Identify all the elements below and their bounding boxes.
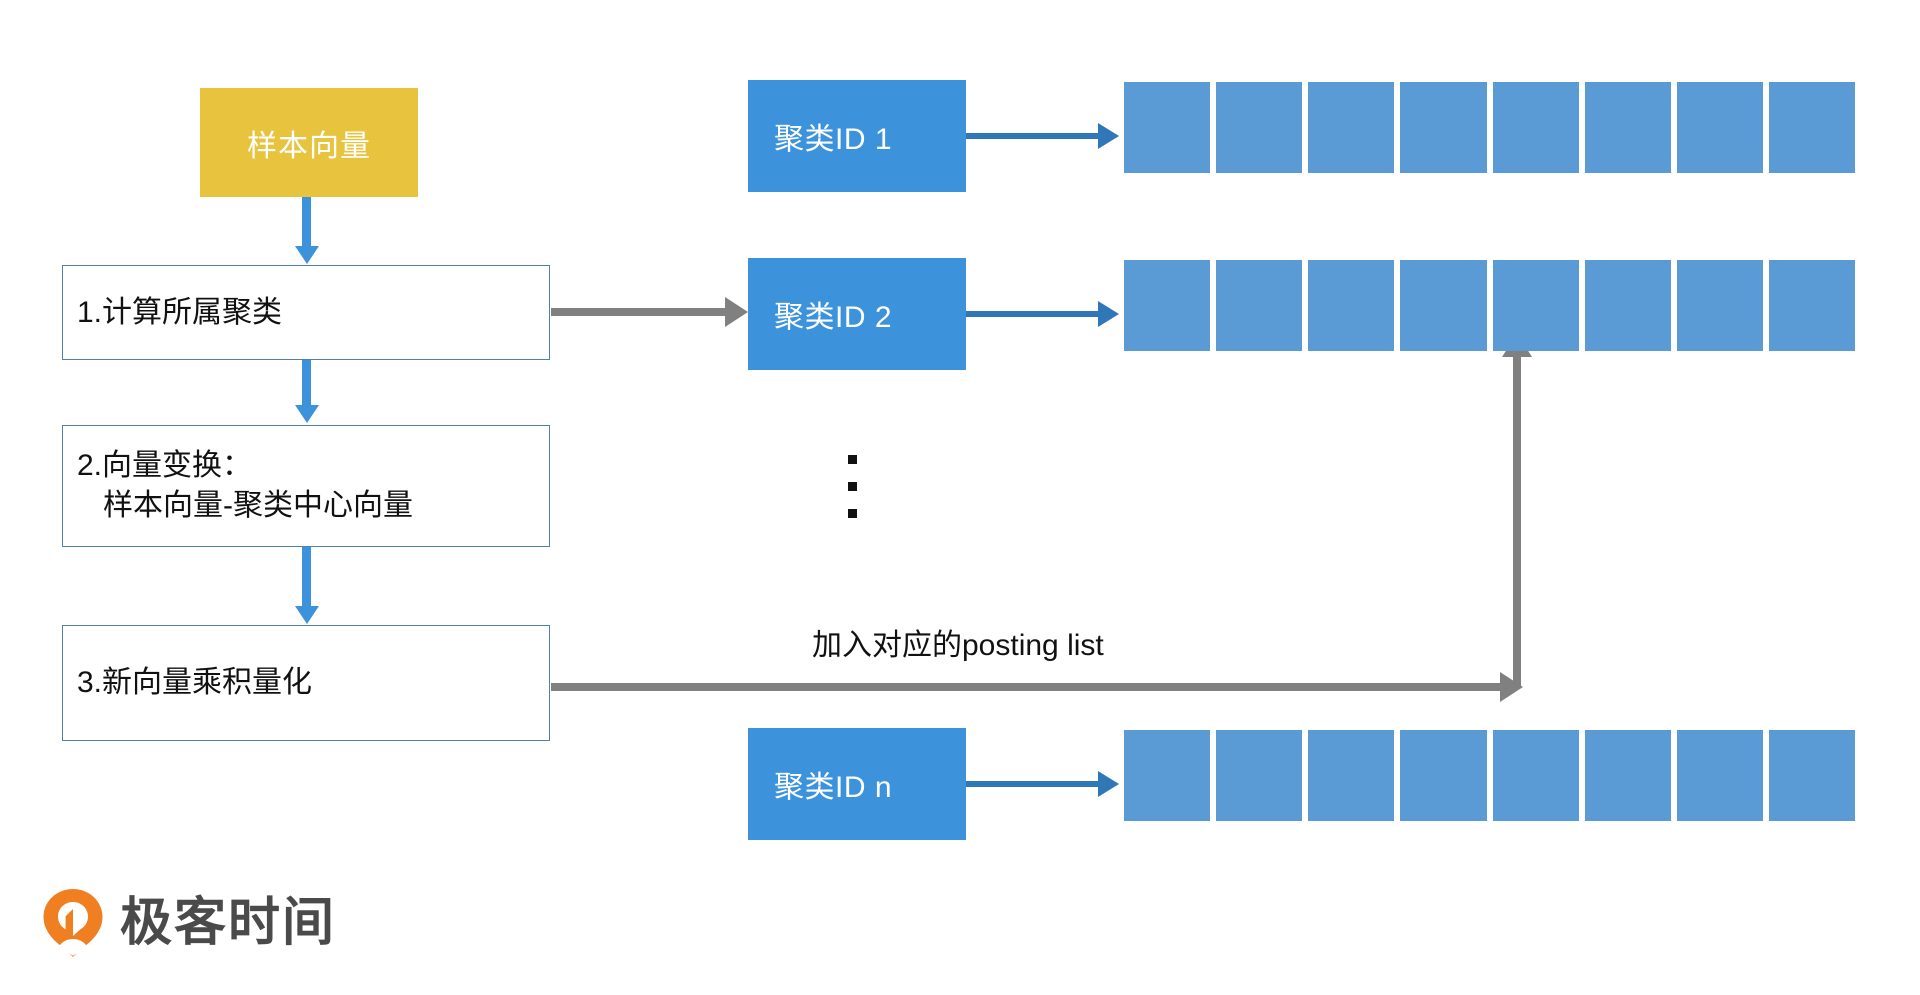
- posting-cell: [1768, 82, 1855, 173]
- ellipsis-dot: [848, 455, 857, 464]
- step-2-sublabel: 样本向量-聚类中心向量: [103, 489, 413, 522]
- posting-cell: [1308, 260, 1395, 351]
- step-box-3: 3.新向量乘积量化: [62, 625, 550, 741]
- arrow-cluster1-to-list-icon: [966, 123, 1119, 149]
- step-box-2: 2.向量变换： 样本向量-聚类中心向量: [62, 425, 550, 547]
- step-1-label: 1.计算所属聚类: [77, 295, 283, 329]
- posting-cell: [1492, 82, 1579, 173]
- cluster-id-label-2: 聚类ID 2: [774, 301, 893, 334]
- cluster-id-box-n: 聚类ID n: [748, 728, 966, 840]
- arrow-step2-to-step3-icon: [294, 547, 319, 624]
- posting-cell: [1400, 260, 1487, 351]
- arrow-cluster2-to-list-icon: [966, 301, 1119, 327]
- posting-list-2: [1124, 260, 1855, 351]
- posting-cell: [1768, 260, 1855, 351]
- arrow-step1-to-step2-icon: [294, 360, 319, 423]
- arrow-clustern-to-list-icon: [966, 771, 1119, 797]
- posting-cell: [1124, 260, 1211, 351]
- posting-cell: [1400, 730, 1487, 821]
- ellipsis-dot: [848, 509, 857, 518]
- posting-list-n: [1124, 730, 1855, 821]
- brand-logo: 极客时间: [42, 888, 336, 958]
- vertical-ellipsis-icon: [848, 455, 857, 518]
- step-3-label: 3.新向量乘积量化: [77, 666, 313, 700]
- posting-cell: [1676, 260, 1763, 351]
- ellipsis-dot: [848, 482, 857, 491]
- posting-cell: [1676, 82, 1763, 173]
- arrow-source-to-step1-icon: [294, 197, 319, 264]
- cluster-id-label-n: 聚类ID n: [774, 771, 893, 804]
- posting-cell: [1676, 730, 1763, 821]
- source-vector-box: 样本向量: [200, 88, 418, 197]
- posting-cell: [1216, 82, 1303, 173]
- posting-cell: [1768, 730, 1855, 821]
- cluster-id-box-2: 聚类ID 2: [748, 258, 966, 370]
- posting-cell: [1492, 730, 1579, 821]
- posting-cell: [1584, 730, 1671, 821]
- posting-cell: [1584, 82, 1671, 173]
- posting-cell: [1124, 82, 1211, 173]
- arrow-step3-to-posting-icon: [551, 672, 1523, 702]
- step-2-label: 2.向量变换：: [77, 449, 253, 483]
- cluster-id-label-1: 聚类ID 1: [774, 123, 893, 156]
- source-vector-label: 样本向量: [247, 129, 371, 163]
- step-box-1: 1.计算所属聚类: [62, 265, 550, 360]
- arrow-step1-to-cluster-icon: [551, 297, 748, 327]
- posting-cell: [1584, 260, 1671, 351]
- geektime-pin-icon: [43, 889, 103, 957]
- arrow-up-to-posting-list-icon: [1502, 333, 1532, 686]
- posting-cell: [1216, 260, 1303, 351]
- posting-cell: [1492, 260, 1579, 351]
- posting-cell: [1308, 730, 1395, 821]
- posting-cell: [1216, 730, 1303, 821]
- edge-label-posting-list: 加入对应的posting list: [812, 629, 1104, 662]
- posting-list-1: [1124, 82, 1855, 173]
- posting-cell: [1124, 730, 1211, 821]
- brand-logo-text: 极客时间: [120, 893, 337, 953]
- posting-cell: [1400, 82, 1487, 173]
- cluster-id-box-1: 聚类ID 1: [748, 80, 966, 192]
- posting-cell: [1308, 82, 1395, 173]
